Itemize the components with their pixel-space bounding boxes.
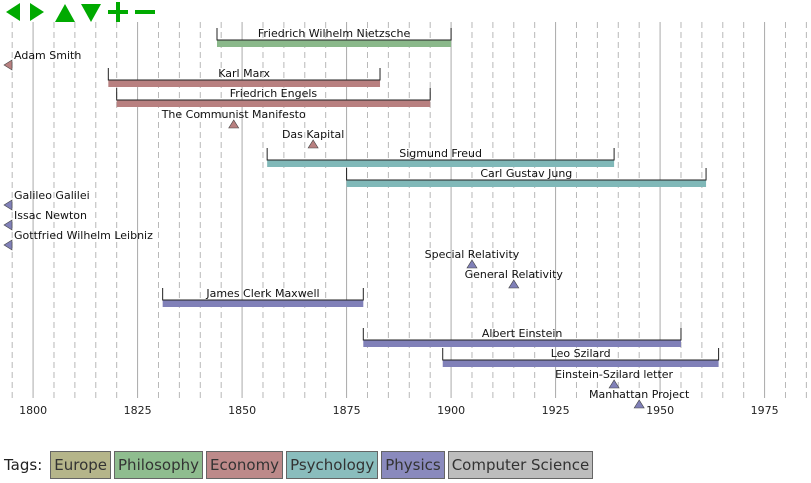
x-tick-label: 1800 <box>19 404 47 417</box>
x-axis: 1800 1825 1850 1875 1900 1925 1950 1975 <box>19 404 779 417</box>
span-bar[interactable] <box>363 340 681 347</box>
timeline-event[interactable]: Einstein-Szilard letter <box>555 368 674 389</box>
span-label: Friedrich Engels <box>230 87 318 100</box>
tag-physics[interactable]: Physics <box>381 451 445 479</box>
span-label: Sigmund Freud <box>399 147 482 160</box>
toolbar <box>6 2 155 22</box>
scroll-down-icon[interactable] <box>81 4 101 22</box>
tag-europe[interactable]: Europe <box>50 451 112 479</box>
timeline-span[interactable]: James Clerk Maxwell <box>162 287 364 307</box>
span-bar[interactable] <box>442 360 719 367</box>
x-tick-label: 1875 <box>333 404 361 417</box>
timeline-span[interactable]: Friedrich Wilhelm Nietzsche <box>216 27 452 47</box>
scroll-right-icon[interactable] <box>30 3 44 21</box>
timeline-span[interactable]: Leo Szilard <box>442 347 720 367</box>
span-bar[interactable] <box>116 100 431 107</box>
timeline-event[interactable]: Special Relativity <box>425 248 520 269</box>
span-bracket <box>107 68 381 81</box>
event-marker[interactable] <box>608 379 620 389</box>
span-label: Carl Gustav Jung <box>480 167 572 180</box>
event-label: Gottfried Wilhelm Leibniz <box>14 229 153 242</box>
timeline-event[interactable]: Das Kapital <box>282 128 344 149</box>
span-bar[interactable] <box>267 160 615 167</box>
tag-philosophy[interactable]: Philosophy <box>114 451 203 479</box>
timeline-event[interactable]: The Communist Manifesto <box>161 108 306 129</box>
x-tick-label: 1900 <box>437 404 465 417</box>
tag-psychology[interactable]: Psychology <box>286 451 379 479</box>
event-label: Special Relativity <box>425 248 520 261</box>
event-label: Einstein-Szilard letter <box>555 368 673 381</box>
span-bracket <box>362 328 682 341</box>
offscreen-event-marker[interactable] <box>3 219 13 231</box>
timeline-span[interactable]: Albert Einstein <box>362 327 682 347</box>
timeline-span[interactable]: Karl Marx <box>107 67 381 87</box>
timeline-event[interactable]: Issac Newton <box>3 209 87 231</box>
offscreen-event-marker[interactable] <box>3 59 13 71</box>
zoom-in-icon[interactable] <box>108 2 128 22</box>
span-label: James Clerk Maxwell <box>205 287 319 300</box>
span-label: Karl Marx <box>218 67 270 80</box>
span-label: Friedrich Wilhelm Nietzsche <box>258 27 411 40</box>
span-bar[interactable] <box>346 180 707 187</box>
span-bracket <box>216 28 452 41</box>
event-label: Galileo Galilei <box>14 189 90 202</box>
event-marker[interactable] <box>633 399 645 409</box>
timeline-event[interactable]: General Relativity <box>465 268 564 289</box>
event-marker[interactable] <box>508 279 520 289</box>
span-bar[interactable] <box>162 300 364 307</box>
timeline-event[interactable]: Gottfried Wilhelm Leibniz <box>3 229 153 251</box>
zoom-out-icon[interactable] <box>135 10 155 14</box>
timeline-event[interactable]: Adam Smith <box>3 49 81 71</box>
span-label: Leo Szilard <box>551 347 611 360</box>
x-tick-label: 1850 <box>228 404 256 417</box>
event-marker[interactable] <box>307 139 319 149</box>
x-tick-label: 1950 <box>646 404 674 417</box>
span-bracket <box>162 288 364 301</box>
x-tick-label: 1825 <box>124 404 152 417</box>
scroll-up-icon[interactable] <box>55 4 75 22</box>
scroll-left-icon[interactable] <box>6 3 20 21</box>
event-label: Adam Smith <box>14 49 81 62</box>
event-marker[interactable] <box>228 119 240 129</box>
event-marker[interactable] <box>466 259 478 269</box>
offscreen-event-marker[interactable] <box>3 199 13 211</box>
tag-economy[interactable]: Economy <box>205 451 284 479</box>
event-label: Manhattan Project <box>589 388 690 401</box>
x-tick-label: 1975 <box>751 404 779 417</box>
tags-label: Tags: <box>4 456 43 474</box>
span-bracket <box>116 88 431 101</box>
offscreen-event-marker[interactable] <box>3 239 13 251</box>
timeline-span[interactable]: Sigmund Freud <box>266 147 615 167</box>
event-label: Das Kapital <box>282 128 344 141</box>
span-label: Albert Einstein <box>482 327 563 340</box>
timeline-event[interactable]: Manhattan Project <box>589 388 690 409</box>
timeline-chart[interactable]: 1800 1825 1850 1875 1900 1925 1950 1975 Friedri… <box>0 0 811 448</box>
span-bracket <box>266 148 615 161</box>
span-bracket <box>442 348 720 361</box>
timeline-span[interactable]: Carl Gustav Jung <box>346 167 707 187</box>
span-bracket <box>346 168 707 181</box>
span-bar[interactable] <box>217 40 452 47</box>
event-label: Issac Newton <box>14 209 87 222</box>
timeline-span[interactable]: Friedrich Engels <box>116 87 431 107</box>
x-tick-label: 1925 <box>542 404 570 417</box>
event-label: The Communist Manifesto <box>161 108 306 121</box>
event-label: General Relativity <box>465 268 564 281</box>
tag-computer-science[interactable]: Computer Science <box>447 451 594 479</box>
span-bar[interactable] <box>108 80 381 87</box>
timeline-event[interactable]: Galileo Galilei <box>3 189 90 211</box>
